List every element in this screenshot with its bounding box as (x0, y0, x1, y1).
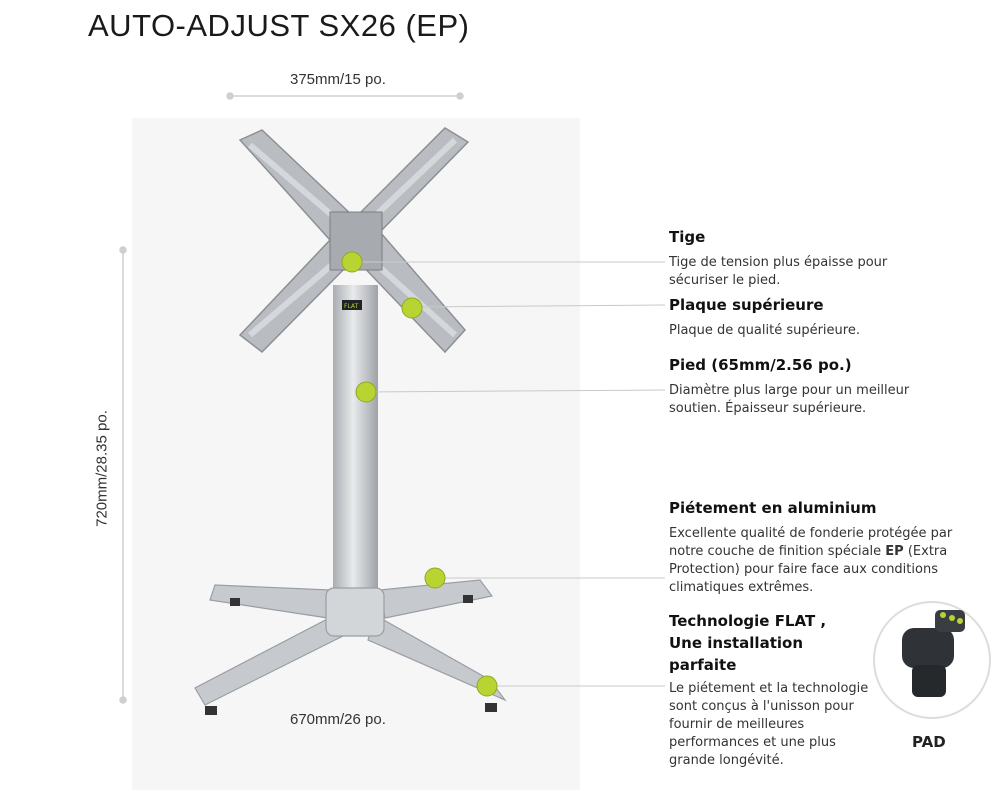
height-label: 720mm/28.35 po. (93, 410, 111, 527)
stem (333, 285, 378, 597)
feature-desc-pied: Diamètre plus large pour un meilleur sou… (669, 383, 910, 416)
leveling-feet (205, 595, 497, 715)
callout-dot-plaque (401, 297, 423, 319)
feature-heading-plaque: Plaque supérieure (669, 296, 824, 314)
desc-part: Excellente qualité de fonderie protégée … (669, 526, 953, 559)
base-width-label: 670mm/26 po. (290, 711, 386, 728)
feature-heading-pied: Pied (65mm/2.56 po.) (669, 356, 852, 374)
feature-heading-pietement: Piétement en aluminium (669, 499, 877, 517)
pad-label: PAD (912, 733, 946, 751)
page-title: AUTO-ADJUST SX26 (EP) (88, 8, 470, 43)
top-width-label: 375mm/15 po. (290, 71, 386, 88)
dimension-lines (119, 92, 464, 704)
feature-desc-tige: Tige de tension plus épaisse pour sécuri… (669, 255, 888, 288)
feature-desc-pietement: Excellente qualité de fonderie protégée … (669, 525, 969, 597)
callout-dot-flat (476, 675, 498, 697)
flat-badge-text: FLAT (344, 303, 359, 310)
feature-heading-flat: Technologie FLAT , Une installation parf… (669, 612, 827, 674)
callout-dot-pied (355, 381, 377, 403)
pad-image (873, 601, 991, 719)
callout-leaders (352, 261, 666, 687)
flat-badge (342, 300, 362, 310)
callout-dot-pietement (424, 567, 446, 589)
feature-heading-tige: Tige (669, 228, 706, 246)
callout-dot-tige (341, 251, 363, 273)
desc-part: (Extra Protection) pour faire face aux c… (669, 544, 948, 595)
desc-ep: EP (885, 544, 904, 559)
base-legs (194, 579, 507, 706)
top-plate (238, 127, 470, 354)
feature-desc-flat: Le piétement et la technologie sont conç… (669, 681, 869, 768)
feature-desc-plaque: Plaque de qualité supérieure. (669, 323, 860, 338)
